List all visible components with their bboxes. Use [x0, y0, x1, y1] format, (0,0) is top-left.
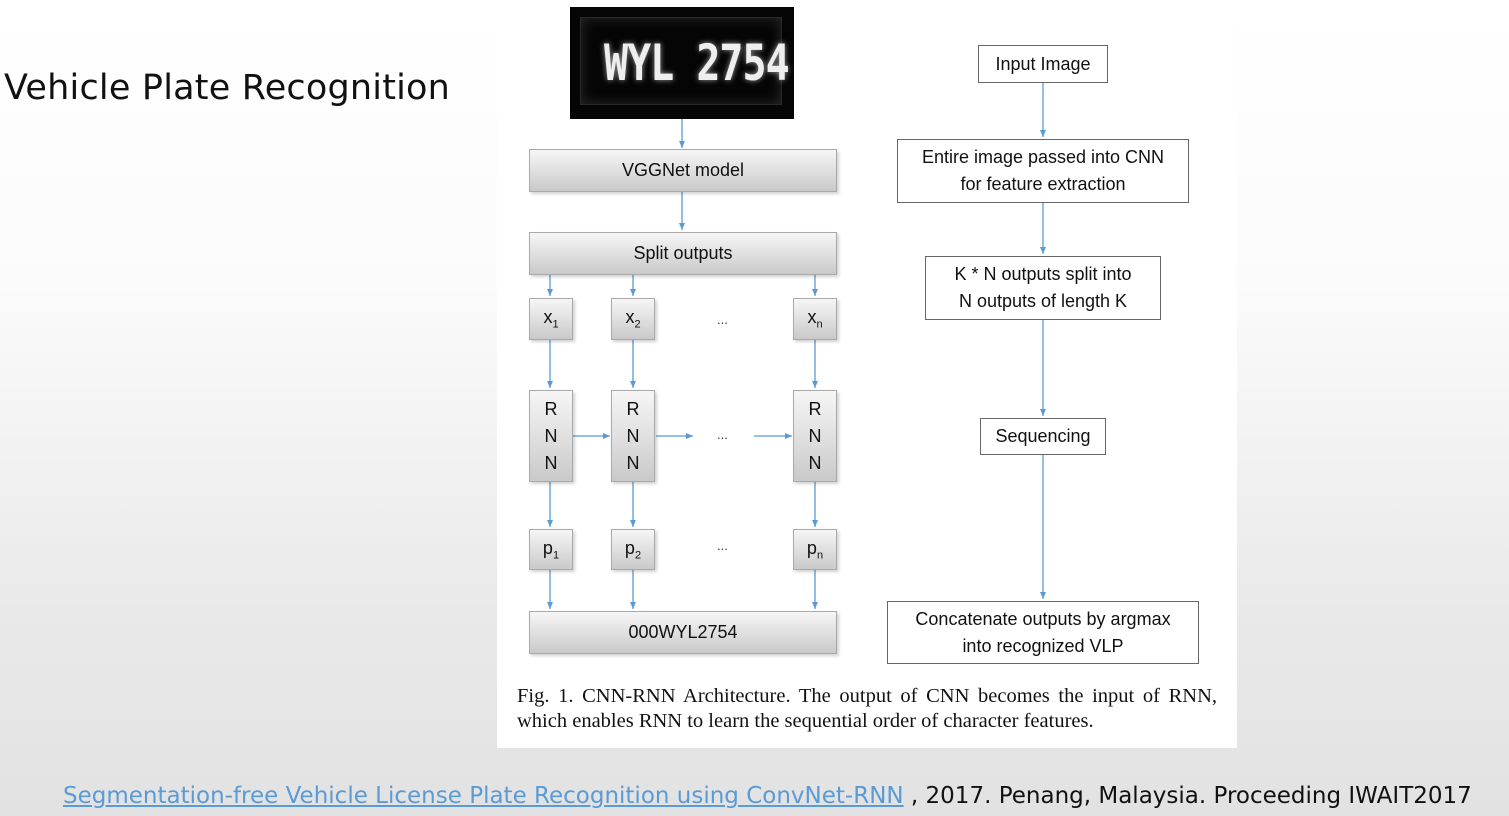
split-k-n-box: K * N outputs split into N outputs of le…	[925, 256, 1161, 320]
citation-details: , 2017. Penang, Malaysia. Proceeding IWA…	[903, 783, 1472, 809]
x2-box: x2	[611, 298, 655, 340]
x2-label: x2	[625, 307, 641, 331]
p1-box: p1	[529, 529, 573, 570]
pn-box: pn	[793, 529, 837, 570]
cnn-extraction-box: Entire image passed into CNN for feature…	[897, 139, 1189, 203]
split-line-1: K * N outputs split into	[954, 264, 1132, 284]
concat-line-1: Concatenate outputs by argmax	[915, 608, 1171, 629]
split-line-2: N outputs of length K	[958, 291, 1128, 311]
rnn-letter: R	[808, 398, 822, 419]
concatenate-box: Concatenate outputs by argmax into recog…	[887, 601, 1199, 664]
citation: Segmentation-free Vehicle License Plate …	[63, 783, 1472, 809]
rnn-box-1: R N N	[529, 390, 573, 482]
split-outputs-box: Split outputs	[529, 232, 837, 275]
x1-label: x1	[543, 307, 559, 331]
rnn-letter: N	[626, 452, 640, 473]
license-plate-image: WYL 2754	[570, 7, 794, 119]
cnn-line-1: Entire image passed into CNN	[921, 147, 1165, 167]
figure-caption: Fig. 1. CNN-RNN Architecture. The output…	[517, 685, 1217, 732]
xn-label: xn	[807, 307, 823, 331]
rnn-letter: R	[544, 398, 558, 419]
pn-label: pn	[806, 537, 824, 562]
paper-link[interactable]: Segmentation-free Vehicle License Plate …	[63, 783, 904, 809]
plate-frame	[580, 17, 782, 105]
input-image-label: Input Image	[995, 53, 1091, 74]
architecture-figure: WYL 2754 VGGNet model Split outputs x1 x…	[497, 0, 1237, 748]
rnn-box-n: R N N	[793, 390, 837, 482]
slide-title: Vehicle Plate Recognition	[4, 68, 451, 108]
p1-label: p1	[542, 537, 560, 562]
split-outputs-label: Split outputs	[633, 243, 733, 263]
plate-text: WYL 2754	[604, 35, 790, 93]
output-label: 000WYL2754	[628, 622, 738, 642]
vggnet-box: VGGNet model	[529, 149, 837, 192]
concat-line-2: into recognized VLP	[962, 635, 1124, 656]
rnn-letter: R	[626, 398, 640, 419]
p2-label: p2	[624, 537, 642, 562]
rnn-letter: N	[544, 425, 558, 446]
x1-box: x1	[529, 298, 573, 340]
x-ellipsis: ...	[717, 312, 728, 327]
rnn-letter: N	[626, 425, 640, 446]
p-ellipsis: ...	[717, 538, 728, 553]
sequencing-label: Sequencing	[995, 426, 1091, 446]
rnn-letter: N	[808, 452, 822, 473]
p2-box: p2	[611, 529, 655, 570]
flow-arrows	[547, 83, 1046, 609]
rnn-letter: N	[808, 425, 822, 446]
input-image-box: Input Image	[978, 45, 1108, 83]
rnn-letter: N	[544, 452, 558, 473]
vggnet-label: VGGNet model	[621, 160, 745, 180]
rnn-ellipsis: ...	[717, 427, 728, 442]
output-box: 000WYL2754	[529, 611, 837, 654]
sequencing-box: Sequencing	[980, 418, 1106, 455]
cnn-line-2: for feature extraction	[960, 174, 1126, 194]
rnn-box-2: R N N	[611, 390, 655, 482]
xn-box: xn	[793, 298, 837, 340]
